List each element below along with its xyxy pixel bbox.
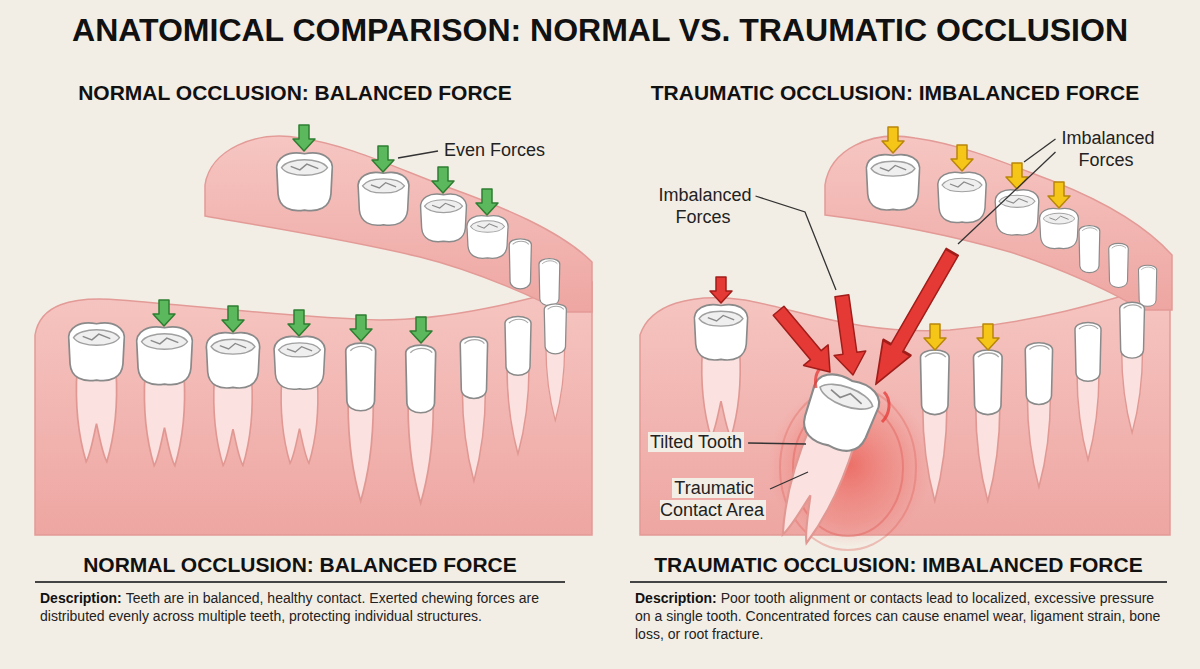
callout-label: Imbalanced Forces: [1059, 128, 1154, 170]
even-force-arrow: [410, 317, 432, 343]
panel-heading: TRAUMATIC OCCLUSION: IMBALANCED FORCE: [651, 81, 1139, 104]
leader-line: [748, 443, 806, 444]
upper-molar: [866, 155, 919, 210]
even-force-arrow: [350, 315, 372, 341]
even-force-arrow: [293, 125, 315, 151]
lower-front-tooth: [460, 337, 487, 481]
callout-label: Traumatic Contact Area: [660, 478, 766, 520]
upper-front-tooth: [1138, 265, 1156, 306]
panel-heading: TRAUMATIC OCCLUSION: IMBALANCED FORCE: [630, 553, 1167, 583]
even-force-arrow: [432, 167, 454, 193]
diagram-title: ANATOMICAL COMPARISON: NORMAL VS. TRAUMA…: [72, 12, 1128, 48]
even-force-arrow: [222, 306, 244, 332]
even-force-arrow: [153, 300, 175, 326]
lower-front-tooth: [544, 304, 566, 421]
description-text: Description:Teeth are in balanced, healt…: [40, 589, 565, 625]
minor-force-arrow: [882, 127, 904, 153]
lower-front-tooth: [1120, 302, 1145, 433]
upper-molar: [467, 216, 508, 259]
upper-molar: [995, 190, 1039, 235]
label-box: Imbalanced Forces: [645, 185, 763, 228]
upper-molar: [358, 172, 409, 225]
panel-heading: NORMAL OCCLUSION: BALANCED FORCE: [35, 553, 565, 583]
upper-molar: [420, 194, 466, 242]
isolated-molar: [694, 305, 747, 438]
callout-label: Even Forces: [442, 140, 547, 160]
lower-front-tooth: [406, 345, 436, 503]
leader-line: [756, 196, 837, 290]
label-box: Tilted Tooth: [648, 432, 766, 454]
even-force-arrow: [288, 310, 310, 336]
description-key: Description:: [40, 590, 122, 606]
leader-line: [1024, 139, 1056, 162]
lower-front-tooth: [505, 317, 531, 455]
minor-force-arrow: [977, 324, 999, 350]
lower-molar: [274, 336, 325, 463]
panel-heading: NORMAL OCCLUSION: BALANCED FORCE: [78, 81, 512, 104]
lower-front-tooth: [346, 343, 376, 501]
tilted-tooth: [763, 368, 885, 550]
label-box: TRAUMATIC OCCLUSION: IMBALANCED FORCE: [600, 80, 1190, 105]
lower-molar: [137, 327, 193, 466]
leader-line: [398, 151, 438, 158]
callout-label: Imbalanced Forces: [656, 185, 751, 227]
upper-molar: [1040, 208, 1079, 248]
lower-gum: [35, 282, 592, 535]
lower-molar: [69, 323, 125, 462]
upper-molar: [277, 153, 333, 211]
minor-force-arrow: [951, 145, 973, 171]
excess-force-arrow: [710, 277, 732, 303]
title-band: ANATOMICAL COMPARISON: NORMAL VS. TRAUMA…: [0, 12, 1200, 49]
upper-front-tooth: [1109, 243, 1129, 287]
contact-highlight: [882, 392, 889, 422]
minor-force-arrow: [924, 324, 946, 350]
description-panel: NORMAL OCCLUSION: BALANCED FORCE Descript…: [35, 553, 565, 625]
upper-gum: [205, 136, 592, 312]
description-panel: TRAUMATIC OCCLUSION: IMBALANCED FORCE Des…: [630, 553, 1167, 644]
label-box: Traumatic Contact Area: [652, 478, 774, 521]
label-box: Imbalanced Forces: [1048, 128, 1166, 171]
leader-line: [770, 472, 808, 489]
upper-front-tooth: [539, 259, 560, 306]
even-force-arrow: [372, 146, 394, 172]
upper-front-tooth: [1079, 226, 1100, 273]
excess-force-arrow: [766, 300, 842, 382]
lower-front-tooth: [1075, 323, 1101, 461]
callout-label: Tilted Tooth: [648, 432, 744, 452]
even-force-arrow: [476, 189, 498, 215]
minor-force-arrow: [1006, 163, 1028, 189]
description-key: Description:: [635, 590, 717, 606]
description-text: Description:Poor tooth alignment or cont…: [635, 589, 1167, 644]
leader-line: [958, 152, 1056, 244]
upper-front-tooth: [509, 239, 531, 289]
lower-front-tooth: [920, 350, 949, 501]
excess-force-arrow: [826, 294, 869, 378]
minor-force-arrow: [1048, 182, 1070, 208]
upper-molar: [938, 172, 986, 222]
lower-molar: [206, 333, 259, 466]
label-box: Even Forces: [442, 140, 582, 162]
excess-force-arrow: [862, 244, 966, 392]
lower-front-tooth: [1025, 343, 1052, 487]
lower-front-tooth: [973, 350, 1002, 501]
label-box: NORMAL OCCLUSION: BALANCED FORCE: [0, 80, 590, 105]
